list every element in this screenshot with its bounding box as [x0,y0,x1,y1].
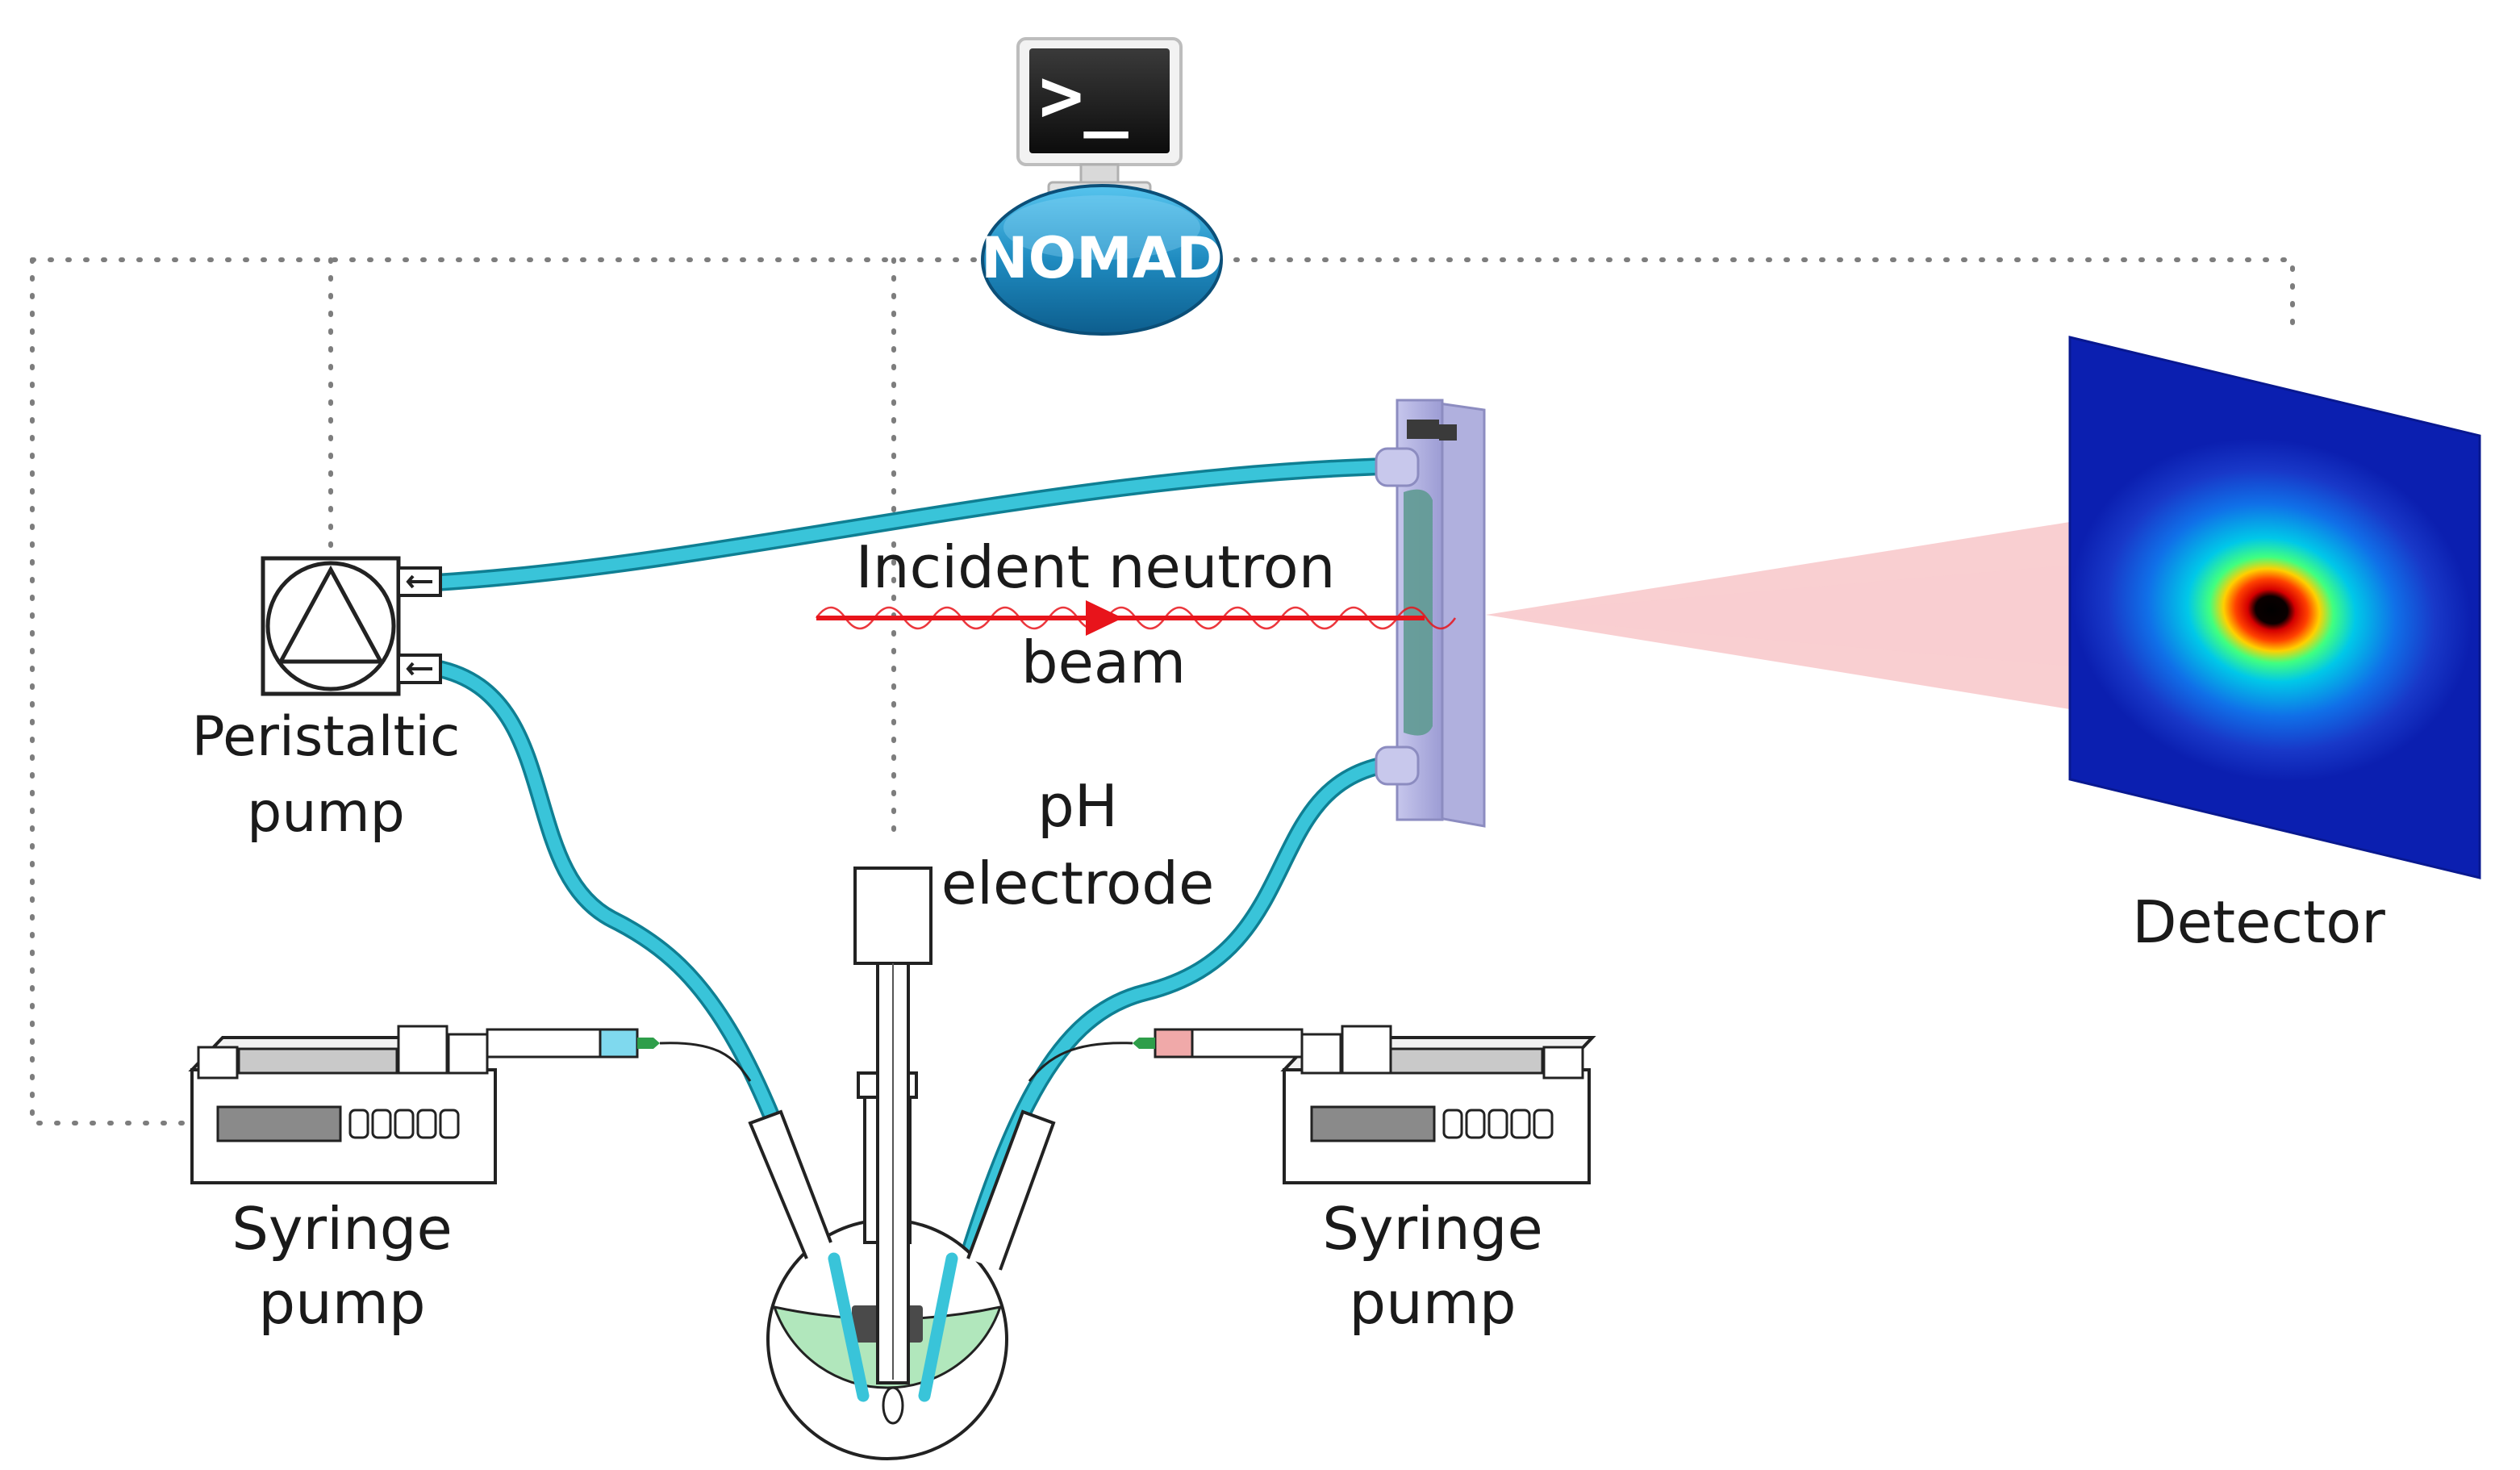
area-detector-icon [2068,336,2481,879]
detector-label: Detector [2132,888,2385,956]
terminal-monitor-icon: >_ [1016,37,1183,197]
syringe-pump-right-label-line2: pump [1349,1269,1516,1337]
peristaltic-pump-icon [261,556,442,696]
control-network-lines [30,257,2295,1125]
nomad-oval [981,184,1223,336]
peristaltic-pump-label-line2: pump [247,781,405,845]
ph-label-line1: pH [1037,772,1118,840]
nomad-server: >_ NOMAD [981,37,1223,336]
peristaltic-pump-label-line1: Peristaltic [192,705,461,769]
nomad-label: NOMAD [981,225,1223,291]
syringe-pump-icon [188,1025,752,1184]
syringe-pump-right-label-line1: Syringe [1322,1195,1543,1263]
terminal-prompt: >_ [1039,52,1129,139]
syringe-pump-left-label-line1: Syringe [232,1195,453,1263]
beam-label-line1: Incident neutron [856,533,1336,601]
neutron-beam [815,600,1457,636]
syringe-pump-left-label-line2: pump [258,1269,425,1337]
beam-direction-arrow-icon [1086,600,1123,636]
syringe-pump-icon [1028,1025,1596,1184]
beam-label-line2: beam [1021,629,1186,696]
ph-electrode-icon [853,867,932,1425]
flow-cell-icon [1375,399,1486,828]
ph-label-line2: electrode [941,850,1214,917]
